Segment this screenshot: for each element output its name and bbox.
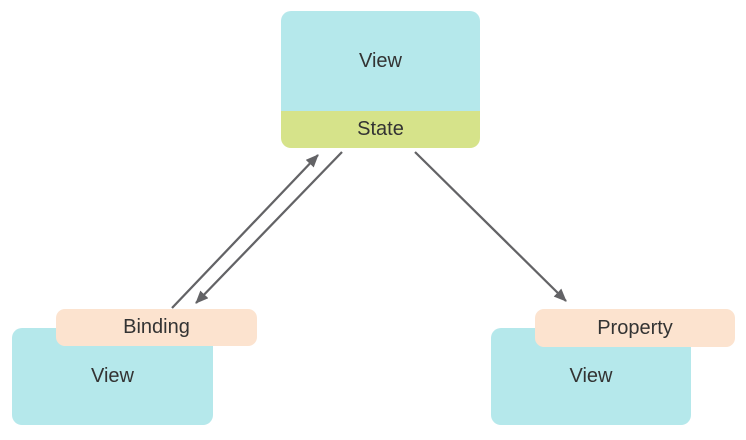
arrow-binding-to-state xyxy=(171,154,319,309)
property-label: Property xyxy=(597,316,673,339)
state-view-node: View State xyxy=(281,11,480,148)
arrow-state-to-property xyxy=(414,151,567,302)
binding-pill: Binding xyxy=(56,309,257,346)
binding-label: Binding xyxy=(123,316,190,338)
left-view-label: View xyxy=(91,365,134,387)
arrow-state-to-binding xyxy=(195,151,343,304)
right-view-label: View xyxy=(569,365,613,387)
property-pill: Property xyxy=(535,309,735,347)
state-label: State xyxy=(357,118,404,140)
top-view-section: View xyxy=(281,11,480,111)
state-section: State xyxy=(281,111,480,148)
top-view-label: View xyxy=(359,49,402,72)
